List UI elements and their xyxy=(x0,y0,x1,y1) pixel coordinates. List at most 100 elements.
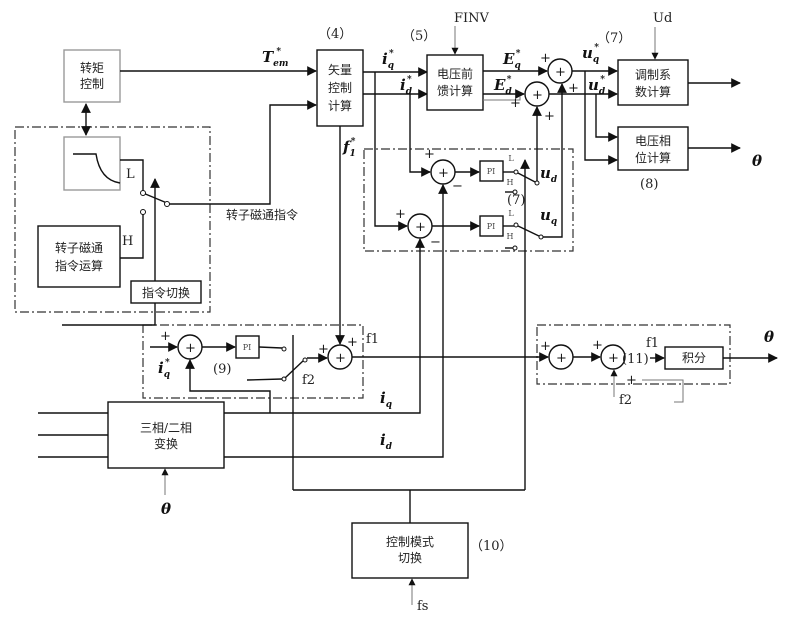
uq-label: uq* xyxy=(582,43,599,65)
flux-ref-line xyxy=(169,100,317,205)
phase-integrator-region xyxy=(536,324,731,385)
wire xyxy=(595,94,618,142)
block-label: 控制 xyxy=(80,77,104,91)
iq-label: iq xyxy=(380,389,392,410)
block-label: 三相/二相 xyxy=(140,421,192,435)
plus-sign: + xyxy=(540,339,551,354)
block-label: PI xyxy=(243,343,252,352)
tem-label: Tem* xyxy=(262,47,288,69)
pi-d-block xyxy=(479,160,504,182)
finv-label: FINV xyxy=(454,11,490,26)
minus-sign: − xyxy=(430,235,441,250)
flux-command-label: 转子磁通指令 xyxy=(226,207,298,222)
sum-phase-2 xyxy=(600,344,626,370)
f1-label: f1 xyxy=(366,332,379,347)
command-switch-block xyxy=(130,280,202,304)
label-10: （10） xyxy=(470,539,513,554)
switch-contact xyxy=(538,234,544,240)
wire xyxy=(62,303,156,326)
iq-star-label: iq* xyxy=(382,49,394,71)
switch-contact xyxy=(534,180,540,186)
block-label: 转子磁通 xyxy=(55,240,103,255)
f2-label: f2 xyxy=(302,373,315,388)
plus-sign: + xyxy=(185,341,196,356)
wire xyxy=(483,96,521,101)
torque-control-block xyxy=(63,49,121,103)
block-label: 调制系 xyxy=(635,68,671,82)
modulation-block xyxy=(617,59,689,106)
wire xyxy=(120,159,144,193)
plus-sign: + xyxy=(347,335,358,350)
theta-input-label: θ xyxy=(161,500,171,518)
label-7: （7） xyxy=(597,31,631,46)
theta-output-label: θ xyxy=(764,328,774,346)
f1-label: f1 xyxy=(646,336,659,351)
wire xyxy=(246,378,283,381)
id-label: id xyxy=(380,431,393,452)
plus-sign: + xyxy=(592,338,603,353)
block-label: 位计算 xyxy=(635,150,671,165)
control-mode-switch-block xyxy=(351,522,469,579)
flux-command-region xyxy=(14,126,211,313)
switch-contact xyxy=(164,201,170,207)
plus-sign: + xyxy=(395,207,406,222)
switch-contact xyxy=(512,189,518,195)
L-label: L xyxy=(508,209,514,218)
label-11: (11) xyxy=(622,352,649,367)
uq-switch xyxy=(515,224,542,238)
H-label: H xyxy=(507,232,514,241)
iq-star-slip-label: iq* xyxy=(158,358,170,380)
three-two-phase-block xyxy=(107,401,225,469)
f2-label: f2 xyxy=(619,393,632,408)
id-star-label: id* xyxy=(400,75,413,97)
plus-sign: + xyxy=(318,342,329,357)
wire xyxy=(374,72,408,231)
block-label: PI xyxy=(487,222,496,231)
block-label: 馈计算 xyxy=(437,83,473,98)
block-label: 变换 xyxy=(154,436,178,451)
block-label: 指令运算 xyxy=(55,258,103,273)
theta-label: θ xyxy=(752,152,762,170)
block-label: 电压相 xyxy=(635,134,671,148)
label-9: (9) xyxy=(213,362,231,377)
plus-sign: + xyxy=(335,351,346,366)
block-label: 转矩 xyxy=(80,60,104,75)
switch-contact xyxy=(512,245,518,251)
switch-contact xyxy=(281,346,287,352)
ud-label: ud* xyxy=(588,75,606,97)
block-label: 数计算 xyxy=(635,84,671,99)
wire xyxy=(543,83,567,238)
slip-regulator-region xyxy=(142,324,364,399)
fs-label: fs xyxy=(417,599,428,614)
block-label: PI xyxy=(487,167,496,176)
block-label: 指令切换 xyxy=(142,285,190,300)
plus-sign: + xyxy=(424,147,435,162)
plus-sign: + xyxy=(532,88,543,103)
current-regulator-region xyxy=(363,148,574,252)
wire xyxy=(409,94,431,177)
H-label: H xyxy=(507,178,514,187)
block-label: 计算 xyxy=(328,98,352,113)
f1-star-label: f1* xyxy=(342,137,356,159)
ud-input-label: Ud xyxy=(653,11,672,26)
voltage-feedforward-block xyxy=(426,54,484,111)
minus-sign: − xyxy=(452,179,463,194)
wire xyxy=(584,71,618,165)
plus-sign: + xyxy=(160,329,171,344)
L-label: L xyxy=(126,167,135,182)
label-5: （5） xyxy=(402,29,436,44)
plus-sign: + xyxy=(438,166,449,181)
plus-sign: + xyxy=(415,220,426,235)
curve-icon xyxy=(73,153,121,184)
switch-contact xyxy=(302,357,308,363)
block-label: 电压前 xyxy=(437,66,473,81)
flux-command-calc-block xyxy=(37,225,121,288)
switch-contact xyxy=(513,222,519,228)
iq-line xyxy=(224,238,425,414)
block-label: 积分 xyxy=(682,351,706,365)
label-4: （4） xyxy=(318,27,352,42)
voltage-phase-block xyxy=(617,126,689,171)
plus-sign: + xyxy=(544,109,555,124)
label-8: (8) xyxy=(640,177,658,192)
